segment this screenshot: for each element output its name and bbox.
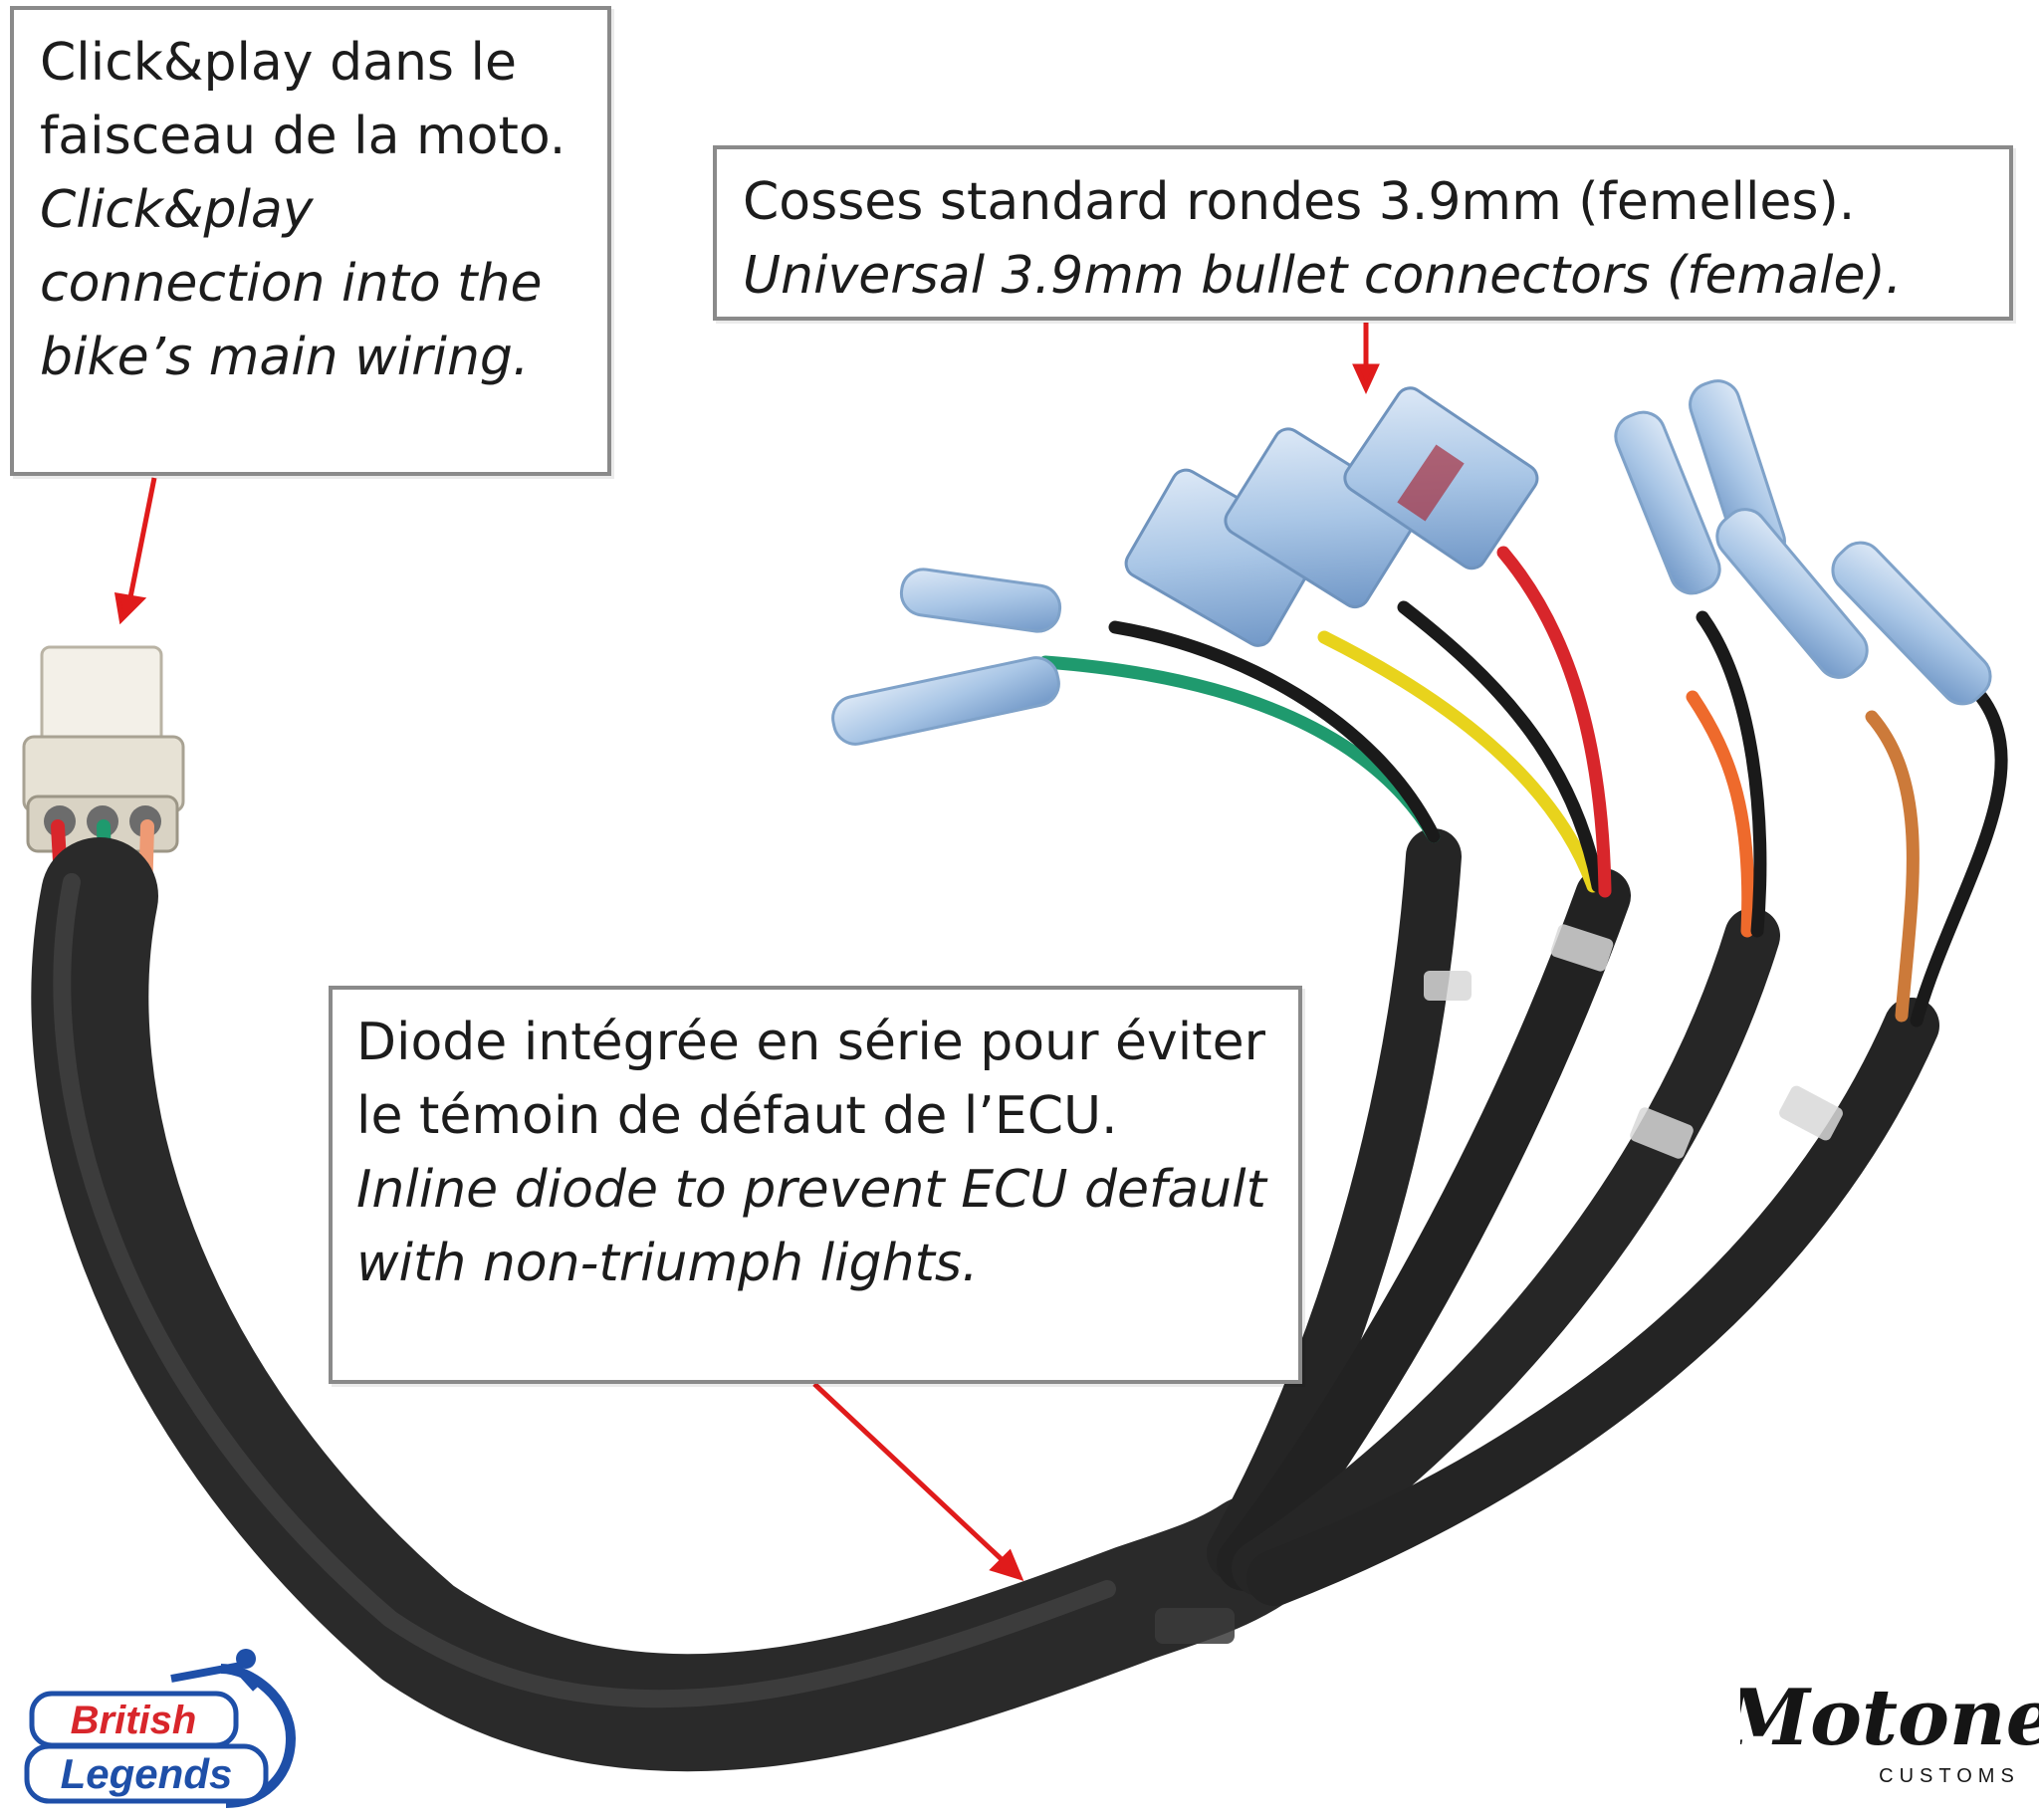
wire-black-3: [1696, 610, 1767, 938]
wire-orange: [1686, 690, 1755, 938]
bullet-connectors-flat: [1124, 386, 1539, 647]
wire-black-2: [1397, 600, 1605, 893]
heatshrink-bands: [1155, 924, 1843, 1644]
callout-bullet-connectors: Cosses standard rondes 3.9mm (femelles).…: [713, 145, 2013, 321]
logo-line1: British: [71, 1699, 197, 1742]
colored-wires: [1038, 546, 2008, 1027]
bullet-connectors-round: [831, 379, 1992, 746]
callout-arrows: [113, 323, 1380, 1581]
callout-bullet-connectors-fr: Cosses standard rondes 3.9mm (femelles).: [743, 172, 1856, 232]
logo-motone: Motone: [1740, 1673, 2039, 1763]
callout-harness-connector-fr: Click&play dans le faisceau de la moto.: [40, 33, 566, 166]
branch-sheaths: [1207, 828, 1939, 1606]
callout-harness-connector-en: Click&play connection into the bike’s ma…: [40, 180, 543, 387]
callout-inline-diode: Diode intégrée en série pour éviter le t…: [329, 986, 1302, 1384]
arrow-to-diode: [812, 1382, 1008, 1565]
wire-red: [1496, 546, 1612, 898]
callout-harness-connector: Click&play dans le faisceau de la moto. …: [10, 6, 611, 476]
logo-line2: Legends: [61, 1750, 233, 1797]
arrow-to-connector: [126, 477, 157, 603]
wire-black-1: [1108, 620, 1441, 843]
wire-brown-orange: [1865, 710, 1920, 1023]
motone-customs-logo: Motone CUSTOMS: [1740, 1673, 2039, 1787]
wire-yellow: [1317, 630, 1600, 893]
callout-bullet-connectors-en: Universal 3.9mm bullet connectors (femal…: [743, 246, 1903, 306]
callout-inline-diode-fr: Diode intégrée en série pour éviter le t…: [356, 1013, 1265, 1146]
logo-customs: CUSTOMS: [1879, 1765, 2020, 1787]
callout-inline-diode-en: Inline diode to prevent ECU default with…: [356, 1160, 1266, 1293]
wire-black-4: [1910, 690, 2008, 1027]
british-legends-logo: British Legends: [24, 1649, 297, 1808]
